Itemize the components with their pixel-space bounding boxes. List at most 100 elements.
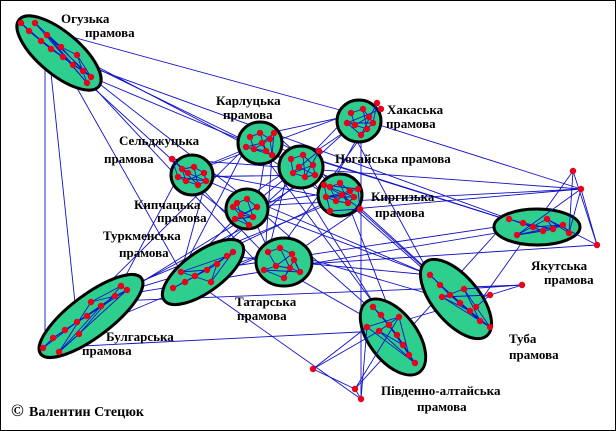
link-seljuk-yakut: [171, 158, 582, 190]
label-bulgar-1: Булгарська: [106, 329, 174, 344]
data-point: [357, 131, 365, 139]
copyright-symbol: ©: [11, 401, 24, 420]
data-points: [17, 19, 601, 403]
data-point: [83, 79, 91, 87]
data-point: [347, 109, 355, 117]
data-point: [49, 334, 57, 342]
data-point: [286, 264, 294, 272]
data-point: [559, 221, 567, 229]
data-point: [343, 119, 351, 127]
data-point: [393, 331, 401, 339]
inner-link: [312, 326, 368, 370]
data-point: [505, 215, 513, 223]
data-point: [223, 252, 231, 260]
data-point: [181, 278, 189, 286]
label-khakas-2: прамова: [386, 116, 436, 131]
data-point: [593, 241, 601, 249]
data-point: [87, 298, 95, 306]
data-point: [375, 327, 383, 335]
inner-link: [232, 206, 254, 218]
data-point: [466, 307, 474, 315]
data-point: [37, 37, 45, 45]
data-point: [97, 302, 105, 310]
link-south_altai-bulgar: [42, 330, 380, 349]
data-point: [309, 161, 317, 169]
data-point: [460, 285, 468, 293]
link-seljuk-tuba: [187, 172, 431, 276]
data-point: [213, 260, 221, 268]
label-karluk-2: прамова: [223, 107, 273, 122]
inner-link: [302, 154, 306, 178]
data-point: [242, 143, 250, 151]
data-point: [39, 344, 47, 352]
data-point: [287, 155, 295, 163]
inner-link: [329, 208, 361, 212]
data-point: [191, 272, 199, 280]
data-point: [174, 173, 182, 181]
data-point: [351, 385, 359, 393]
label-yakut-2: прамова: [544, 272, 594, 287]
label-turkmen-2: прамова: [119, 245, 169, 260]
data-point: [486, 291, 494, 299]
data-point: [289, 169, 297, 177]
link-oguz-kypchak: [82, 70, 258, 208]
data-point: [253, 203, 261, 211]
inner-link: [271, 132, 275, 156]
data-point: [69, 61, 77, 69]
cluster-labels: Огузька прамова Карлуцька прамова Хакась…: [61, 11, 594, 414]
data-point: [519, 219, 527, 227]
inner-link: [366, 316, 400, 328]
data-point: [258, 139, 266, 147]
label-south-altai-2: прамова: [417, 399, 467, 414]
data-point: [245, 221, 253, 229]
label-oguz-1: Огузька: [61, 11, 110, 26]
data-point: [299, 151, 307, 159]
data-point: [373, 99, 381, 107]
inner-link: [58, 305, 102, 353]
data-point: [182, 177, 190, 185]
link-khakas-yakut: [372, 122, 582, 190]
data-point: [207, 278, 215, 286]
data-point: [405, 351, 413, 359]
data-point: [57, 43, 65, 51]
label-seljuk-2: прамова: [104, 151, 154, 166]
inner-link: [76, 54, 92, 78]
label-tatar-1: Татарська: [235, 294, 297, 309]
data-point: [369, 119, 377, 127]
data-point: [55, 348, 63, 356]
data-point: [351, 121, 359, 129]
data-point: [296, 268, 304, 276]
inner-link: [86, 289, 128, 317]
data-point: [111, 292, 119, 300]
link-kyrgyz-yakut: [329, 188, 582, 212]
inner-link: [378, 330, 404, 346]
inner-link: [572, 170, 598, 246]
label-seljuk-1: Сельджуцька: [119, 133, 200, 148]
data-point: [365, 113, 373, 121]
inner-link: [275, 253, 293, 267]
inner-link: [516, 188, 582, 236]
data-point: [309, 365, 317, 373]
inner-link: [357, 188, 361, 210]
data-point: [363, 323, 371, 331]
data-point: [17, 19, 25, 27]
data-point: [61, 326, 69, 334]
inner-link: [28, 30, 64, 58]
inner-link: [263, 269, 301, 273]
data-point: [288, 250, 296, 258]
inner-link: [532, 224, 564, 228]
data-point: [268, 151, 276, 159]
inner-link: [463, 284, 523, 290]
data-point: [326, 207, 334, 215]
inner-link: [298, 150, 320, 168]
data-point: [565, 229, 573, 237]
data-point: [529, 223, 537, 231]
inner-link: [568, 188, 582, 234]
data-point: [438, 293, 446, 301]
label-oguz-2: прамова: [85, 25, 135, 40]
label-nogai: Ногайська прамова: [335, 151, 451, 166]
data-point: [229, 248, 237, 256]
data-point: [446, 291, 454, 299]
data-point: [262, 147, 270, 155]
inner-link: [441, 296, 471, 312]
